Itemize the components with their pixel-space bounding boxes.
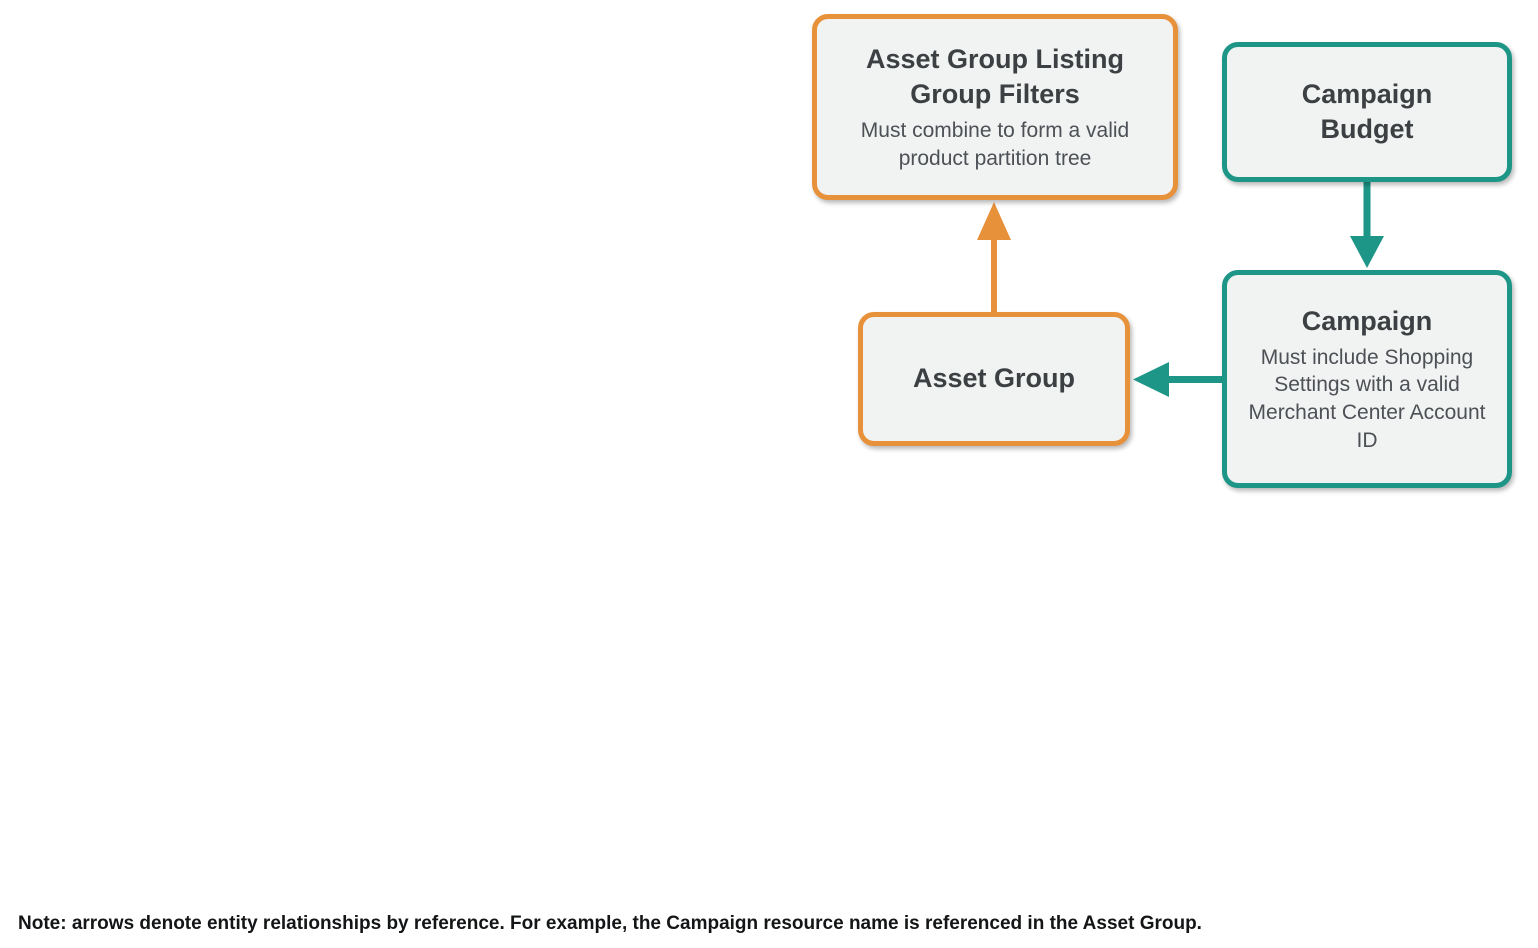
note-text: Note: arrows denote entity relationships… <box>18 913 1202 934</box>
node-subtitle: Must include Shopping Settings with a va… <box>1248 345 1486 452</box>
node-title: Campaign <box>1301 305 1433 336</box>
node-campaign: Campaign Must include Shopping Settings … <box>1222 270 1512 488</box>
node-title: Asset Group Listing Group Filters <box>865 43 1125 109</box>
node-title: Campaign Budget <box>1301 78 1433 144</box>
node-title: Asset Group <box>912 363 1076 394</box>
arrow-campaign-to-asset-group-icon <box>1133 362 1223 397</box>
node-asset-group: Asset Group <box>858 312 1130 446</box>
arrow-asset-group-to-listing-filters-icon <box>977 202 1011 314</box>
node-campaign-budget: Campaign Budget <box>1222 42 1512 182</box>
arrow-budget-to-campaign-icon <box>1350 182 1384 268</box>
node-asset-group-listing-group-filters: Asset Group Listing Group Filters Must c… <box>812 14 1178 200</box>
node-subtitle: Must combine to form a valid product par… <box>860 118 1130 170</box>
